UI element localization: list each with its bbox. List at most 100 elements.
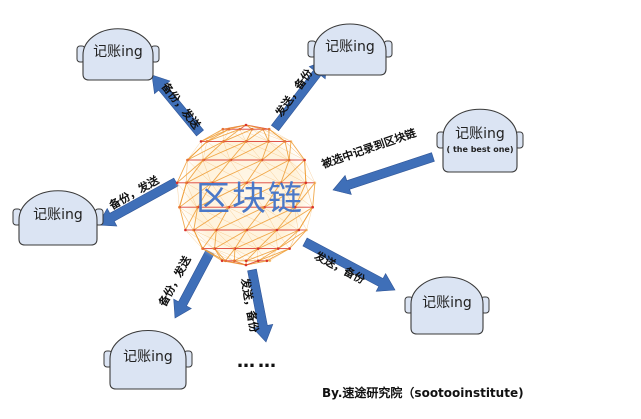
globe-mesh-line	[275, 229, 278, 249]
globe-mesh-line	[225, 260, 247, 266]
globe-mesh-node	[305, 228, 308, 232]
globe-mesh-line	[176, 182, 180, 208]
globe-mesh-line	[230, 140, 269, 161]
globe-mesh-line	[245, 124, 270, 130]
globe-mesh-line	[276, 206, 296, 231]
node-label: 记账ing	[33, 207, 83, 223]
ellipsis: ……	[237, 351, 279, 372]
globe-mesh-node	[175, 181, 179, 185]
globe-mesh-node	[261, 205, 265, 209]
globe-mesh-line	[228, 182, 247, 208]
globe-mesh-line	[193, 229, 214, 249]
globe-mesh-line	[202, 248, 226, 262]
globe-mesh-node	[186, 158, 189, 162]
globe-mesh-line	[284, 141, 305, 161]
globe-mesh-node	[311, 205, 315, 209]
globe-mesh-line	[210, 182, 264, 208]
globe-mesh-line	[233, 248, 236, 261]
globe-mesh-line	[176, 159, 204, 184]
globe-mesh-line	[230, 141, 247, 161]
globe-mesh-node	[226, 205, 229, 209]
globe-mesh-line	[245, 182, 264, 208]
globe-mesh-line	[222, 129, 224, 142]
globe-mesh-line	[245, 248, 259, 262]
globe-mesh-line	[187, 140, 224, 161]
globe-mesh-line	[193, 229, 203, 249]
globe-mesh-node	[244, 263, 248, 267]
globe-mesh-line	[277, 229, 300, 249]
globe-mesh-line	[266, 248, 290, 262]
globe-mesh-line	[185, 182, 198, 208]
credit-text: By.速途研究院（sootooinstitute)	[322, 385, 524, 400]
globe-mesh-line	[268, 128, 292, 142]
globe-mesh-line	[279, 182, 313, 208]
globe-mesh-line	[202, 248, 226, 262]
globe-mesh-line	[222, 124, 247, 130]
globe-mesh-node	[223, 259, 227, 263]
flow-arrow	[173, 249, 215, 319]
globe-mesh-line	[304, 159, 316, 183]
globe-mesh-line	[223, 128, 241, 142]
globe-mesh-line	[185, 159, 188, 183]
node-body	[410, 276, 484, 335]
node-body	[442, 108, 518, 173]
globe-mesh-line	[245, 128, 264, 142]
globe-mesh-line	[211, 159, 263, 184]
globe-mesh-line	[234, 229, 248, 249]
globe-mesh-node	[260, 158, 263, 162]
globe-mesh-node	[244, 181, 247, 185]
node-body	[313, 23, 387, 76]
globe-mesh-line	[200, 128, 224, 142]
globe-mesh-node	[184, 181, 188, 185]
globe-mesh-line	[239, 128, 269, 142]
globe-mesh-line	[305, 182, 313, 208]
globe-mesh-line	[294, 207, 307, 231]
globe-mesh-line	[187, 159, 212, 183]
globe-mesh-line	[258, 248, 290, 262]
globe-mesh-line	[279, 182, 295, 208]
flow-arrow	[332, 152, 435, 195]
globe-mesh-line	[200, 128, 230, 142]
globe-mesh-line	[206, 129, 224, 142]
globe-mesh-line	[185, 182, 228, 208]
globe-mesh-line	[304, 159, 307, 183]
globe-mesh-node	[267, 140, 270, 143]
globe-mesh-line	[262, 207, 276, 231]
globe-mesh-node	[245, 259, 248, 263]
globe-mesh-line	[245, 141, 262, 161]
globe-mesh-line	[222, 124, 247, 130]
globe-mesh-node	[220, 259, 224, 263]
globe-mesh-line	[257, 229, 278, 249]
globe-mesh-line	[261, 141, 286, 161]
globe-mesh-node	[221, 127, 225, 131]
globe-mesh-line	[227, 206, 276, 231]
globe-mesh-line	[246, 159, 290, 184]
globe-mesh-line	[294, 207, 299, 231]
globe-mesh-line	[225, 248, 236, 262]
globe-mesh-line	[202, 248, 234, 262]
globe-mesh-line	[264, 182, 307, 208]
globe-mesh-line	[187, 141, 208, 161]
globe-mesh-line	[223, 128, 253, 142]
globe-mesh-node	[250, 127, 254, 131]
globe-mesh-line	[214, 229, 247, 249]
globe-mesh-line	[214, 229, 234, 249]
globe-mesh-line	[289, 229, 299, 249]
globe-mesh-node	[283, 140, 287, 143]
globe-mesh-line	[252, 128, 285, 142]
globe-mesh-line	[206, 129, 224, 142]
flow-arrow	[247, 268, 274, 343]
globe-mesh-node	[232, 247, 236, 250]
ledger-node: 记账ing( the best one)	[436, 108, 524, 173]
globe-mesh-node	[238, 127, 242, 131]
globe-mesh-line	[258, 248, 279, 262]
globe-mesh-line	[193, 229, 234, 249]
globe-mesh-line	[294, 182, 307, 208]
globe-mesh-line	[216, 206, 265, 231]
globe-mesh-line	[196, 206, 246, 231]
flow-arrow	[302, 237, 396, 292]
globe-mesh-line	[261, 141, 270, 161]
globe-mesh-line	[185, 206, 199, 231]
globe-mesh-line	[294, 182, 316, 208]
